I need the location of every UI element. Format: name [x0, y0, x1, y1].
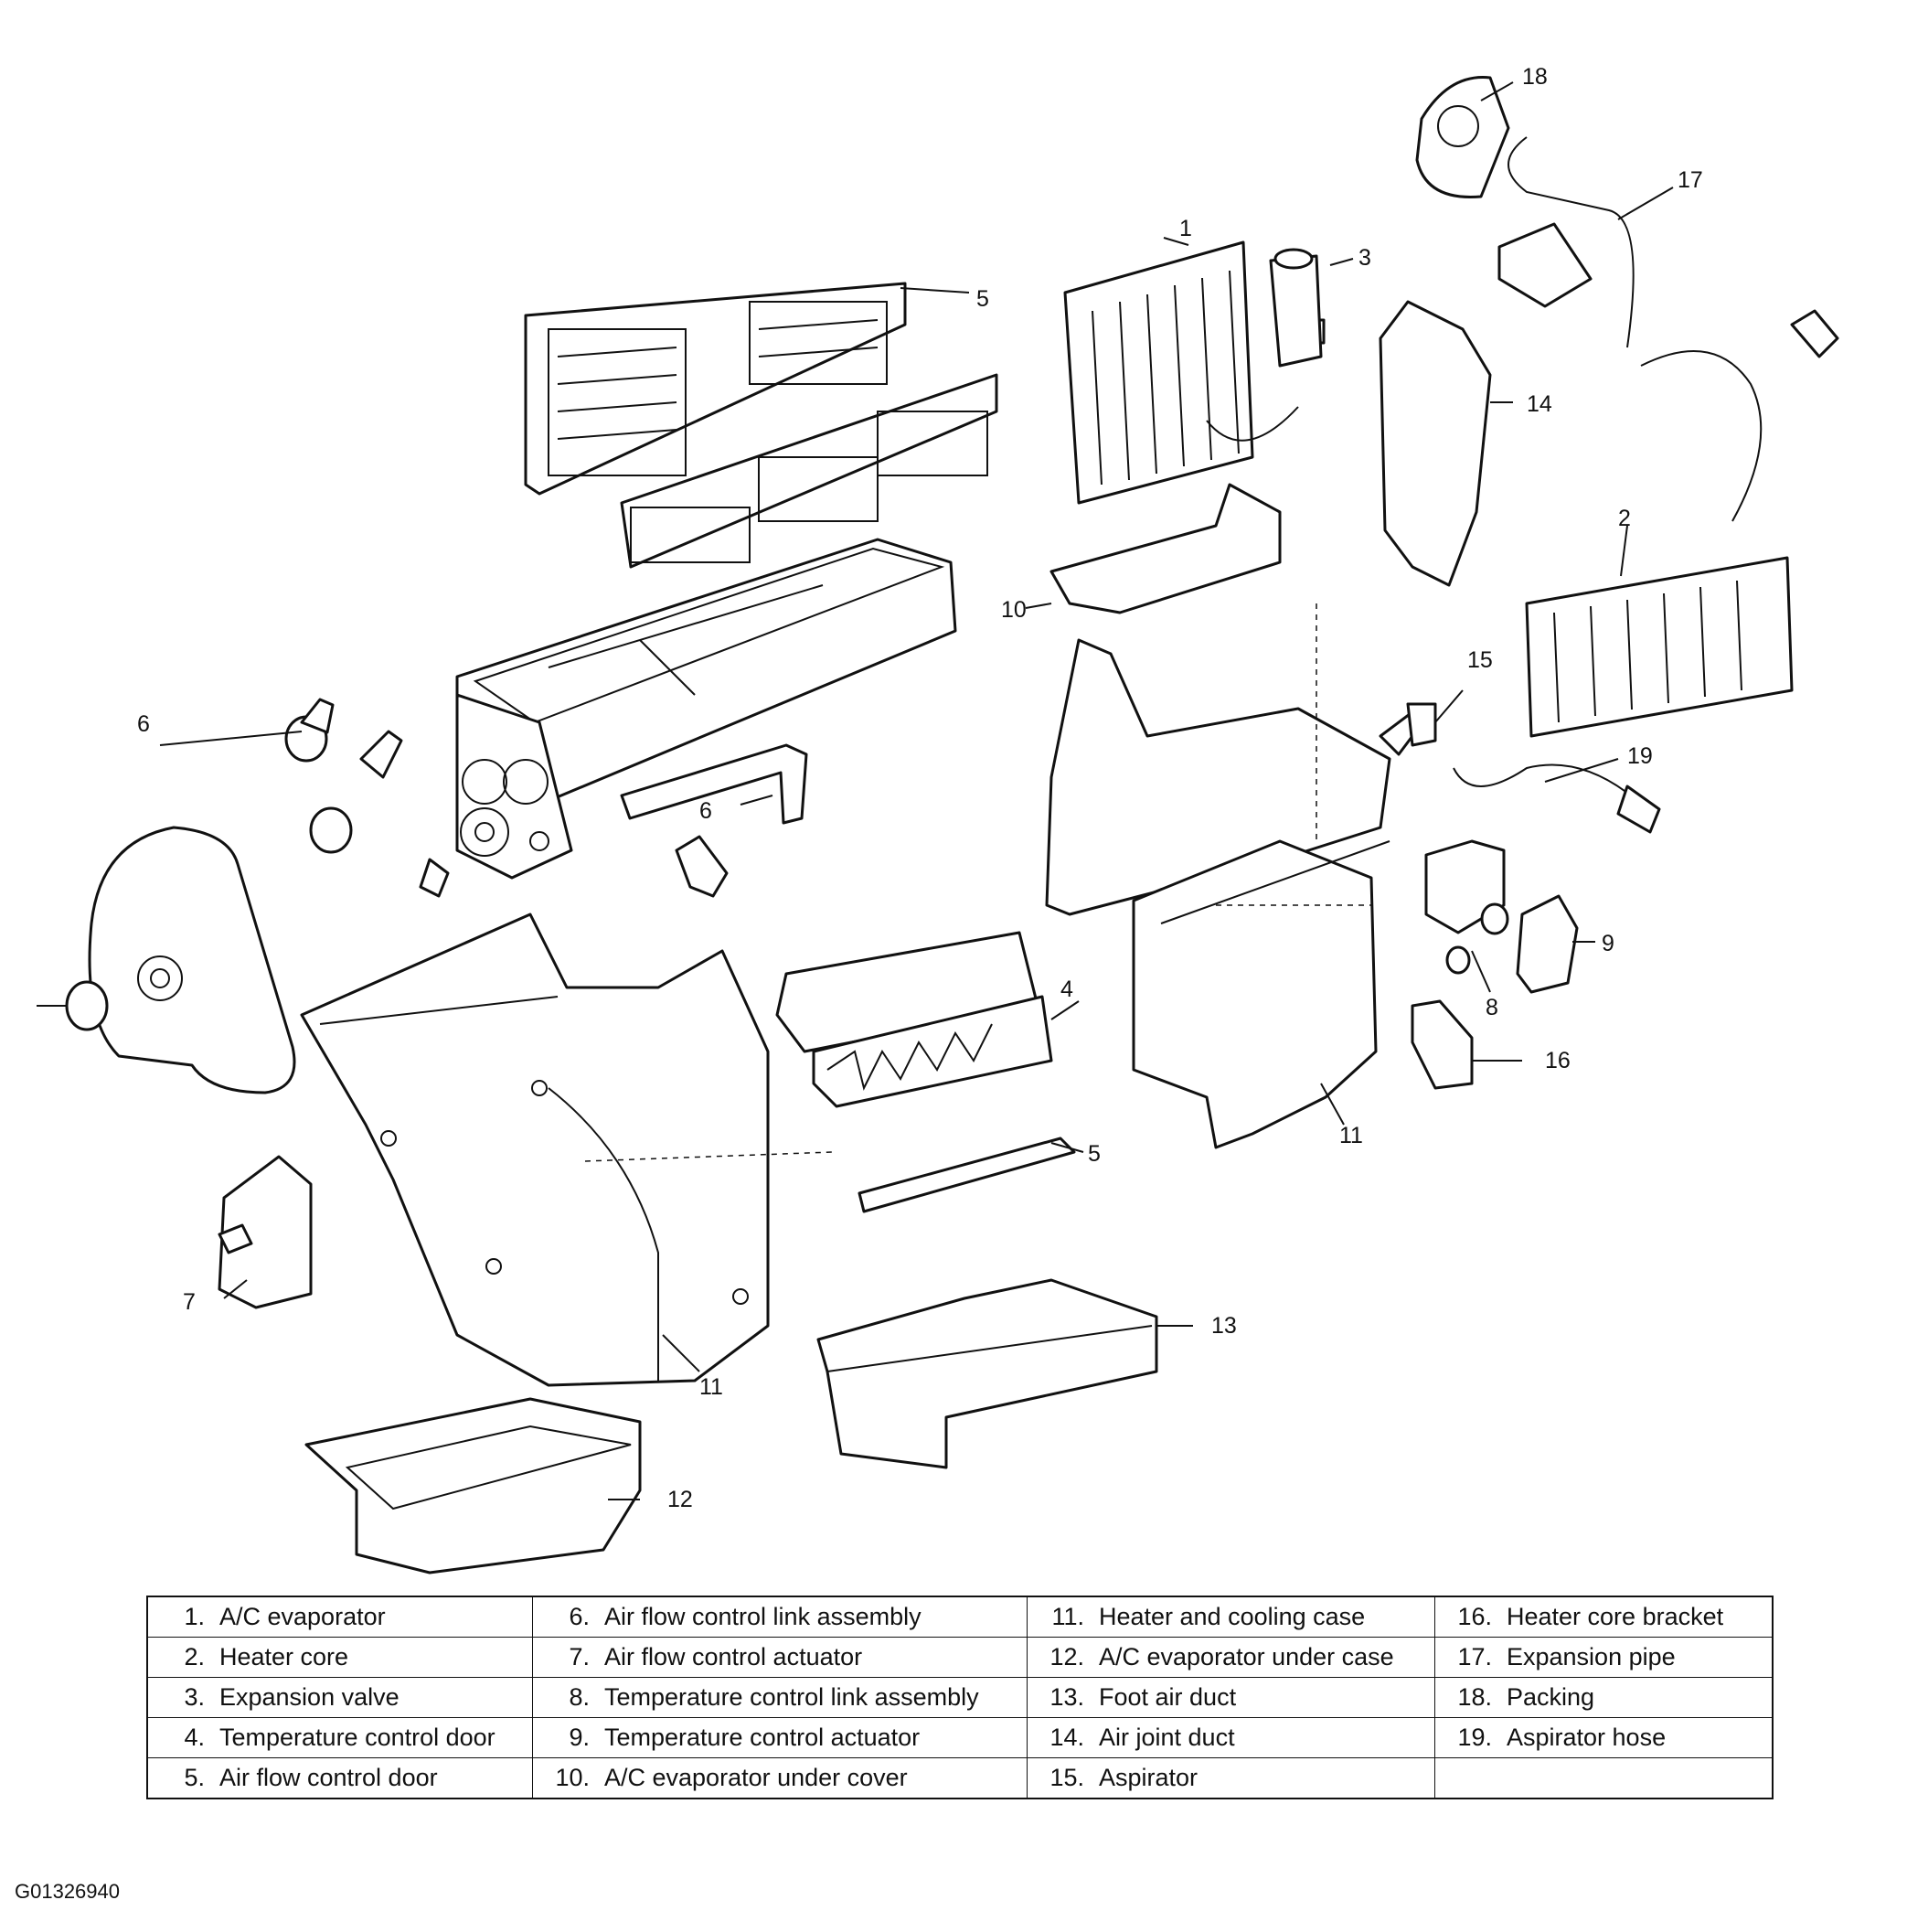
expansion-pipe [1497, 136, 1763, 522]
ac-evaporator-under-case [304, 1397, 642, 1574]
aspirator [1379, 702, 1437, 756]
legend-row: 5.Air flow control door 10.A/C evaporato… [146, 1757, 1774, 1799]
legend-cell: 8.Temperature control link assembly [532, 1677, 1028, 1718]
air-joint-duct [1379, 300, 1492, 587]
foot-air-duct [816, 1278, 1158, 1469]
pipe-bracket [1790, 309, 1839, 358]
legend-cell: 1.A/C evaporator [146, 1596, 533, 1638]
callout-19: 19 [1627, 743, 1653, 769]
callout-8: 8 [1486, 995, 1498, 1020]
legend-cell: 7.Air flow control actuator [532, 1637, 1028, 1678]
legend-cell: 14.Air joint duct [1027, 1717, 1435, 1758]
heater-core [1525, 556, 1794, 738]
legend-cell: 15.Aspirator [1027, 1757, 1435, 1799]
callout-labels: 1 2 3 4 4 5 5 6 6 7 8 9 10 11 11 12 13 1… [137, 64, 1703, 1512]
legend-cell: 18.Packing [1434, 1677, 1774, 1718]
callout-15: 15 [1467, 647, 1493, 673]
air-flow-control-door-upper [524, 282, 998, 569]
upper-case-housing [455, 538, 957, 880]
expansion-valve [1269, 248, 1323, 368]
callout-leaders [159, 81, 1674, 1500]
heater-and-cooling-case-left [300, 913, 770, 1387]
legend-table: 1.A/C evaporator 6.Air flow control link… [146, 1596, 1774, 1799]
alignment-lines [584, 603, 1371, 1162]
legend-row: 3.Expansion valve 8.Temperature control … [146, 1677, 1774, 1718]
packing [1415, 76, 1510, 198]
legend-cell: 11.Heater and cooling case [1027, 1596, 1435, 1638]
legend-cell: 4.Temperature control door [146, 1717, 533, 1758]
callout-5a: 5 [976, 286, 989, 312]
callout-13: 13 [1211, 1313, 1237, 1339]
callout-11a: 11 [1339, 1123, 1363, 1148]
callout-3: 3 [1358, 245, 1371, 271]
callout-7: 7 [183, 1289, 196, 1315]
callout-14: 14 [1527, 391, 1552, 417]
callout-9: 9 [1602, 931, 1614, 956]
temperature-control-link-assembly [1424, 839, 1509, 975]
legend-cell: 17.Expansion pipe [1434, 1637, 1774, 1678]
legend-cell: 12.A/C evaporator under case [1027, 1637, 1435, 1678]
callout-6b: 6 [699, 798, 712, 824]
legend-cell: 16.Heater core bracket [1434, 1596, 1774, 1638]
legend-cell: 19.Aspirator hose [1434, 1717, 1774, 1758]
legend-cell: 5.Air flow control door [146, 1757, 533, 1799]
heater-and-cooling-case-right [1045, 638, 1391, 1149]
legend-row: 2.Heater core 7.Air flow control actuato… [146, 1637, 1774, 1678]
callout-12: 12 [667, 1487, 693, 1512]
callout-2: 2 [1618, 506, 1631, 531]
callout-6a: 6 [137, 711, 150, 737]
callout-18: 18 [1522, 64, 1548, 90]
legend-cell: 2.Heater core [146, 1637, 533, 1678]
heater-core-bracket [1411, 999, 1474, 1090]
legend-cell: 13.Foot air duct [1027, 1677, 1435, 1718]
callout-10: 10 [1001, 597, 1027, 623]
callout-16: 16 [1545, 1048, 1571, 1073]
legend-cell: 9.Temperature control actuator [532, 1717, 1028, 1758]
callout-1: 1 [1179, 216, 1192, 241]
callout-5b: 5 [1088, 1141, 1101, 1167]
temperature-control-actuator [1516, 894, 1579, 994]
ac-evaporator [1063, 240, 1326, 505]
temperature-control-doors [775, 931, 1076, 1213]
legend-cell [1434, 1757, 1774, 1799]
legend-cell: 3.Expansion valve [146, 1677, 533, 1718]
legend-cell: 6.Air flow control link assembly [532, 1596, 1028, 1638]
legend-row: 1.A/C evaporator 6.Air flow control link… [146, 1596, 1774, 1638]
legend-row: 4.Temperature control door 9.Temperature… [146, 1717, 1774, 1758]
exploded-parts-diagram: 1 2 3 4 4 5 5 6 6 7 8 9 10 11 11 12 13 1… [37, 64, 1839, 1574]
air-flow-control-link-assembly [284, 698, 808, 898]
ac-evaporator-under-cover [1049, 483, 1282, 614]
callout-17: 17 [1678, 167, 1703, 193]
legend-cell: 10.A/C evaporator under cover [532, 1757, 1028, 1799]
callout-11b: 11 [699, 1374, 723, 1400]
aspirator-hose [1453, 763, 1661, 834]
air-flow-control-actuator [37, 826, 313, 1309]
figure-id: G01326940 [15, 1880, 120, 1903]
callout-4a: 4 [1060, 977, 1073, 1002]
